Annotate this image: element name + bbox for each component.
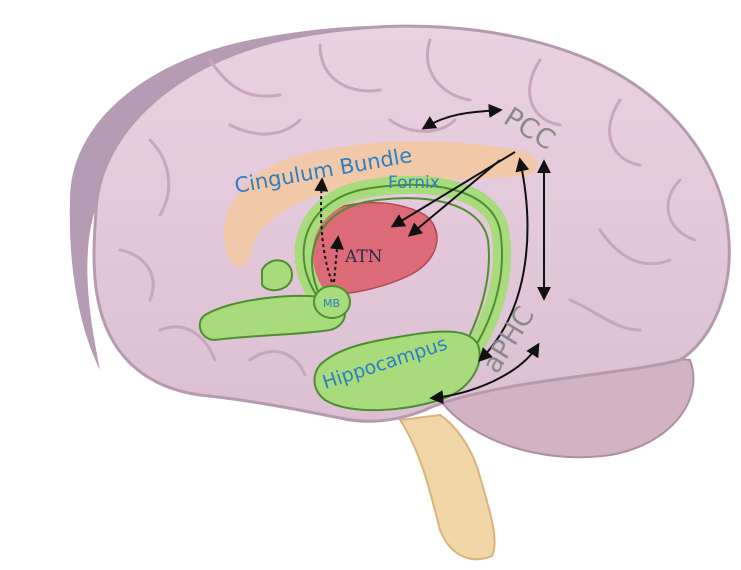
brainstem [400, 415, 495, 559]
label-mb: MB [323, 297, 340, 310]
olfactory-blob [262, 260, 292, 290]
label-atn: ATN [344, 247, 383, 267]
label-fornix: Fornix [388, 173, 440, 193]
